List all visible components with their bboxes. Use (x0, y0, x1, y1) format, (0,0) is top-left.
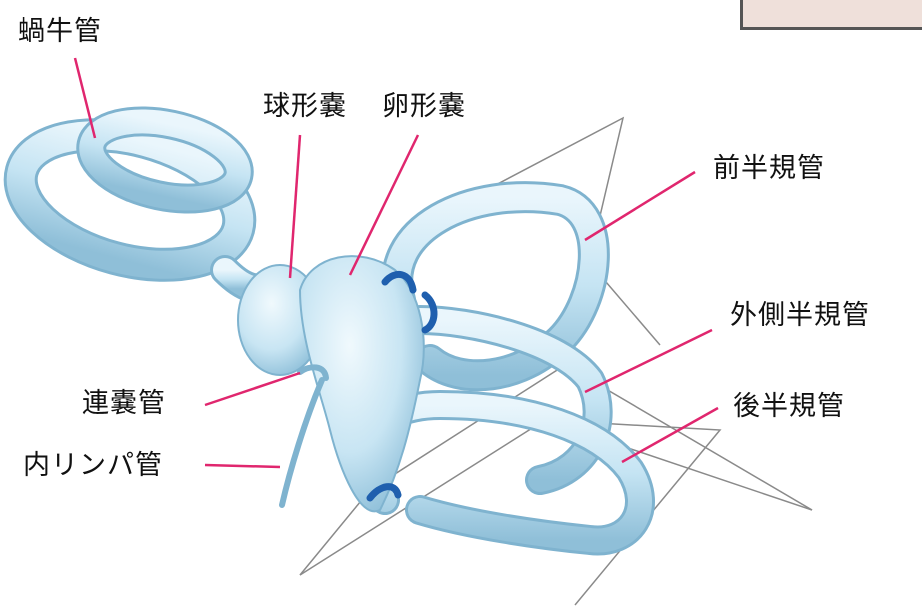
label-anterior-canal: 前半規管 (713, 153, 825, 184)
label-ductus-reuniens: 連嚢管 (82, 388, 166, 419)
ampulla-lateral (421, 291, 438, 334)
leader-lines (73, 57, 719, 469)
label-posterior-canal: 後半規管 (733, 391, 845, 422)
corner-box (740, 0, 922, 30)
plane-edge-a (299, 489, 371, 576)
label-endolymphatic-duct: 内リンパ管 (23, 450, 163, 481)
leader-anterior-canal (584, 170, 696, 242)
leader-saccule (288, 134, 302, 279)
utricle-shape (298, 255, 425, 513)
ampulla-posterior (366, 483, 402, 502)
leader-endolymphatic-duct (204, 463, 281, 469)
small-ducts (279, 364, 329, 508)
label-utricle: 卵形嚢 (382, 91, 466, 122)
label-saccule: 球形嚢 (263, 91, 347, 122)
ampulla-bands (366, 271, 438, 502)
ampulla-anterior (381, 271, 417, 294)
plane-edge-d (599, 274, 661, 346)
endolymphatic-duct-shape (279, 377, 325, 508)
ductus-reuniens-shape (297, 364, 329, 381)
label-cochlear-duct: 蝸牛管 (18, 16, 102, 47)
label-lateral-canal: 外側半規管 (730, 300, 870, 331)
leader-utricle (348, 134, 420, 276)
cochlear-duct-shape (3, 106, 290, 304)
vestibule-shape (237, 255, 425, 513)
leader-posterior-canal (621, 406, 719, 464)
leader-lateral-canal (584, 328, 713, 394)
leader-ductus-reuniens (204, 371, 301, 407)
leader-cochlear-duct (73, 57, 97, 139)
